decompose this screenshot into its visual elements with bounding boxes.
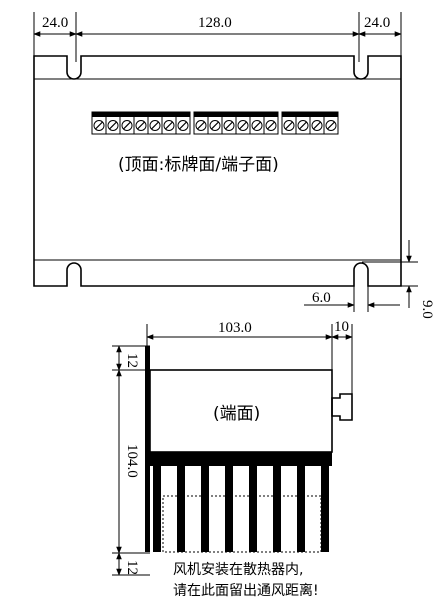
dim-hole-offset: 6.0 <box>312 290 331 306</box>
heatsink-fin <box>297 466 305 552</box>
heatsink-fin <box>153 466 161 552</box>
terminal-block <box>323 111 339 135</box>
terminal-block <box>309 111 325 135</box>
terminal-block <box>133 111 149 135</box>
terminal-block <box>119 111 135 135</box>
terminal-block <box>207 111 223 135</box>
terminal-block <box>249 111 265 135</box>
heatsink-fin <box>225 466 233 552</box>
heatsink-fin <box>273 466 281 552</box>
note-line-2: 请在此面留出通风距离! <box>173 582 319 599</box>
terminal-block <box>105 111 121 135</box>
heatsink-fin <box>177 466 185 552</box>
heatsink-fin <box>249 466 257 552</box>
dim-top-gap: 12 <box>124 353 140 368</box>
dim-left-margin: 24.0 <box>42 15 68 31</box>
heatsink-fin <box>201 466 209 552</box>
end-view-caption: (端面) <box>213 404 260 424</box>
top-view: 24.0 128.0 24.0 (顶面:标牌面/端子面) 9.0 6.0 <box>33 12 435 319</box>
terminal-block <box>147 111 163 135</box>
dim-edge-offset: 9.0 <box>419 300 435 319</box>
terminal-block <box>281 111 297 135</box>
fan-outline <box>162 495 322 553</box>
terminal-block <box>161 111 177 135</box>
note-line-1: 风机安装在散热器内, <box>173 562 303 578</box>
mounting-plate <box>145 346 150 552</box>
top-view-caption: (顶面:标牌面/端子面) <box>118 155 279 175</box>
dim-right-margin: 24.0 <box>364 15 390 31</box>
terminal-block <box>175 111 191 135</box>
end-view: 103.0 10 12 104.0 12 (端面) <box>112 319 353 576</box>
dim-tab: 10 <box>334 319 349 335</box>
terminal-block <box>235 111 251 135</box>
heatsink-fins <box>153 466 329 552</box>
terminal-block <box>295 111 311 135</box>
terminal-block <box>91 111 107 135</box>
dim-bottom-gap: 12 <box>124 560 140 575</box>
connector-tab <box>331 393 353 421</box>
terminal-block <box>193 111 209 135</box>
terminal-block <box>263 111 279 135</box>
heatsink-base <box>150 452 332 466</box>
dim-span: 128.0 <box>198 15 232 31</box>
terminal-strip <box>91 111 339 135</box>
heatsink-fin <box>321 466 329 552</box>
dim-height: 104.0 <box>124 444 140 478</box>
terminal-block <box>221 111 237 135</box>
dim-length: 103.0 <box>218 320 252 336</box>
